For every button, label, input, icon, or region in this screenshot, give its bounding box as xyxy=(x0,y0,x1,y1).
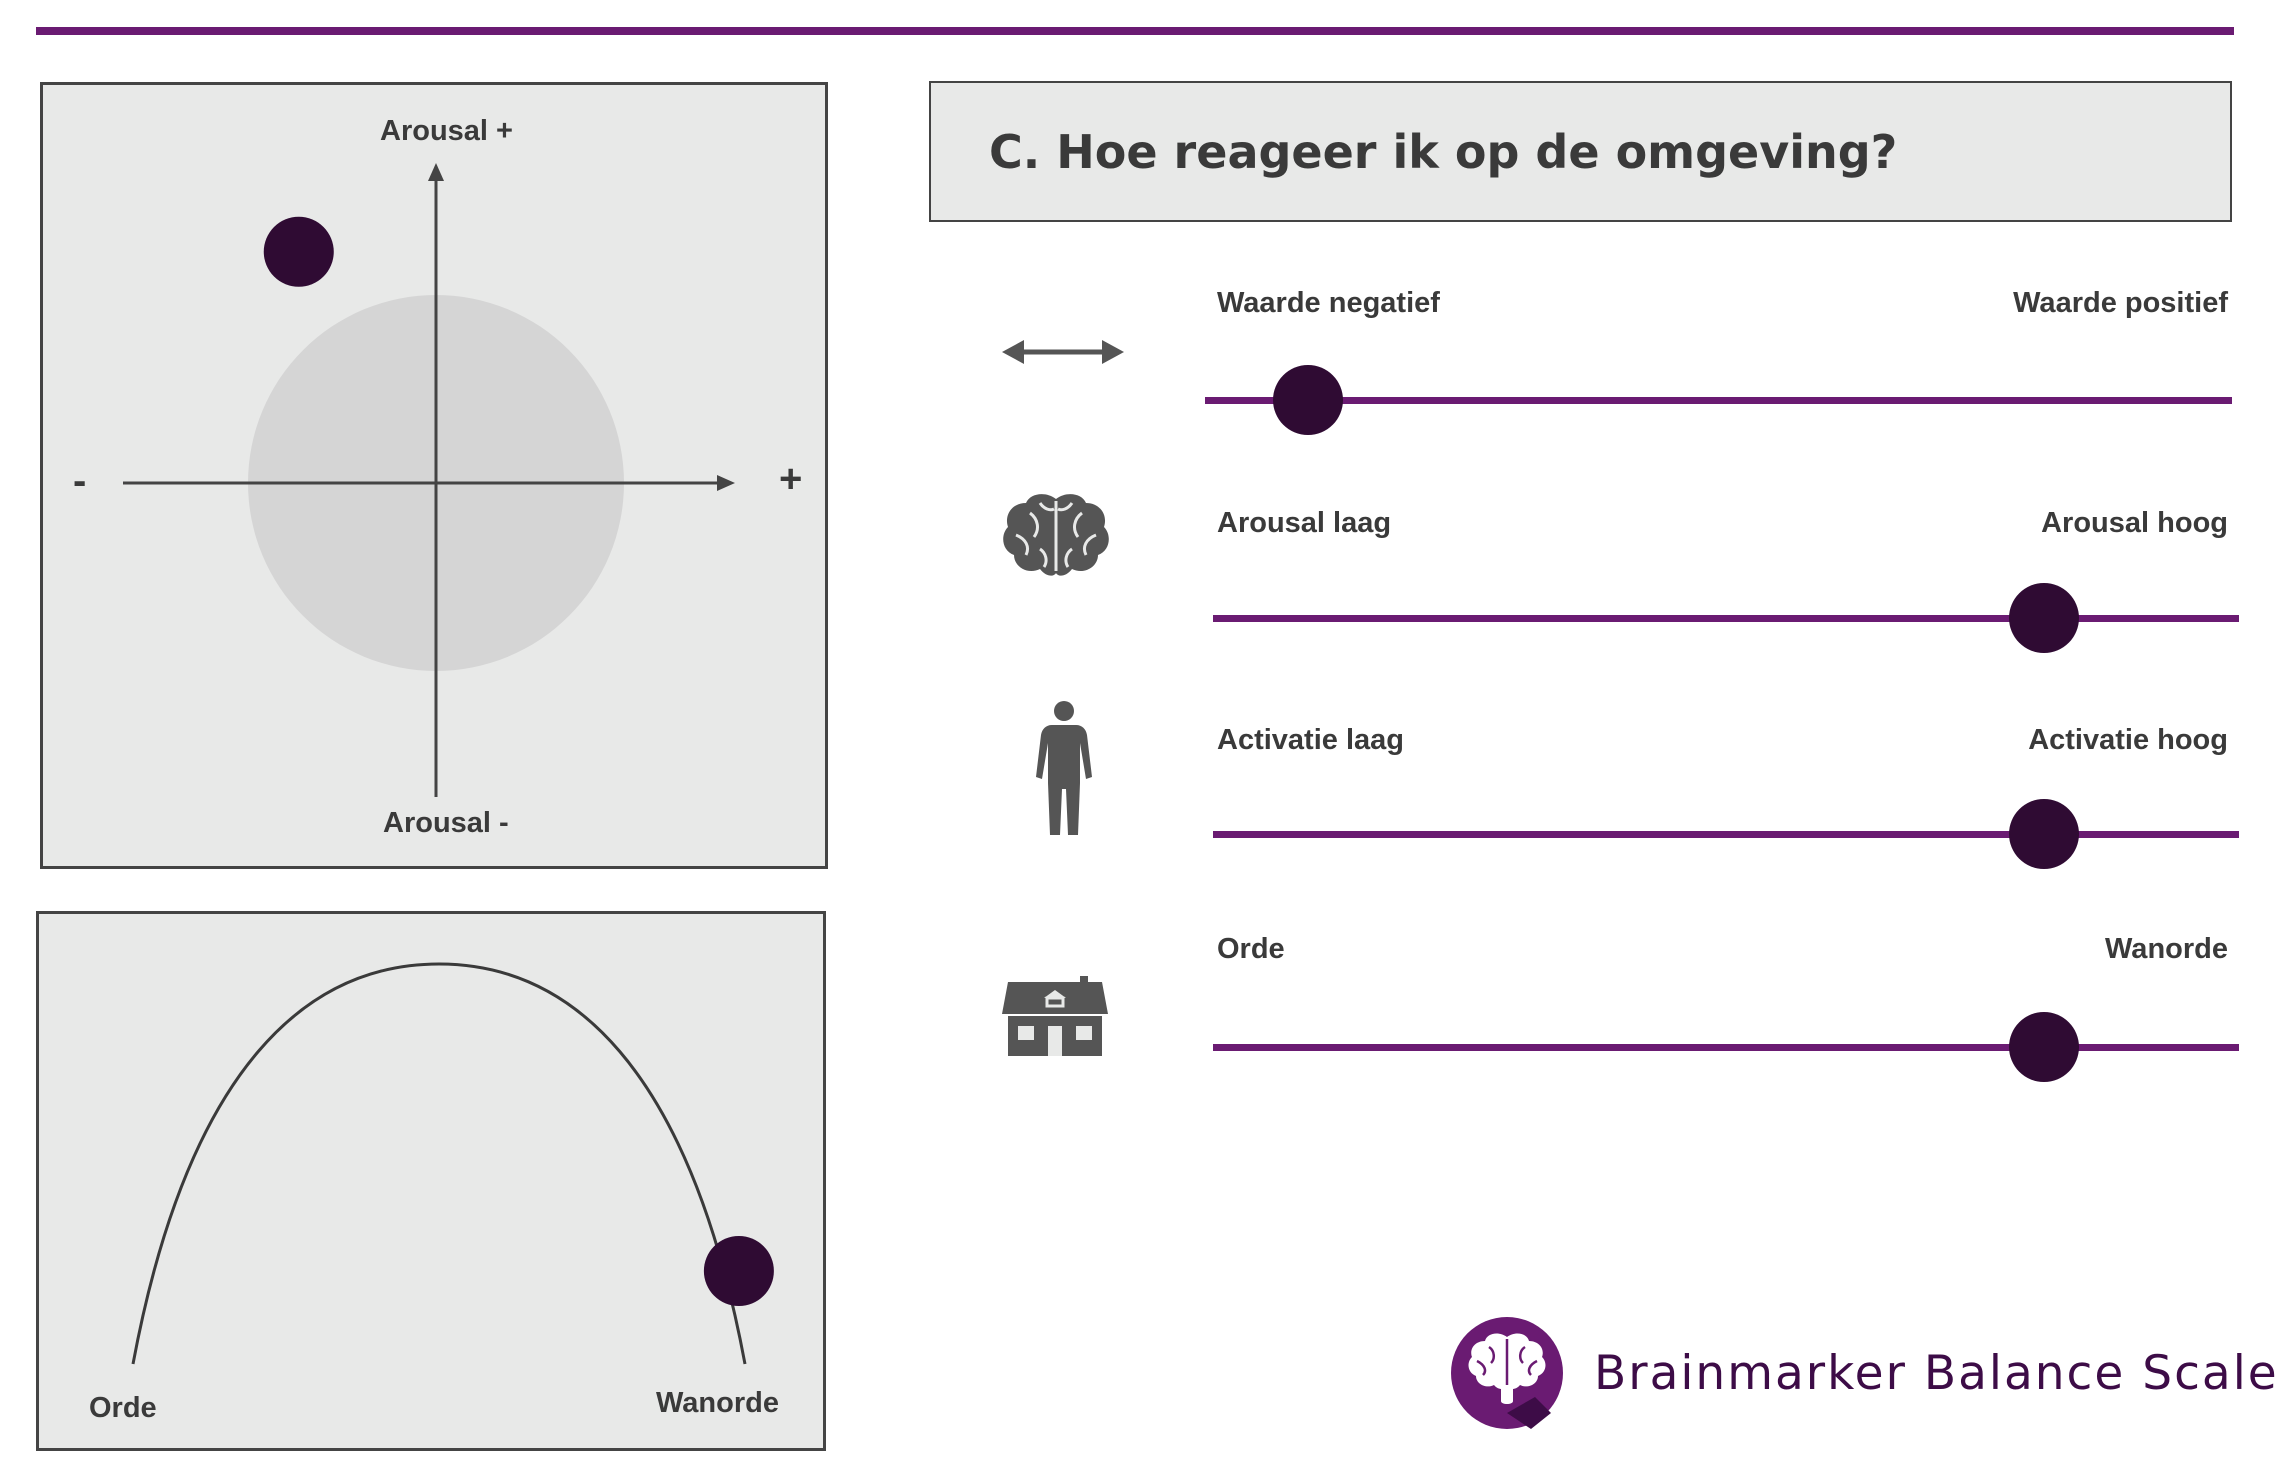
arousal-plus-label: Arousal + xyxy=(380,115,513,147)
slider-knob[interactable] xyxy=(1272,365,1343,435)
valence-plus-sign: + xyxy=(779,457,803,501)
curve-graphic xyxy=(131,962,774,1365)
scale-right-label: Waarde positief xyxy=(2013,287,2228,319)
curve-marker[interactable] xyxy=(703,1236,774,1306)
arousal-minus-label: Arousal - xyxy=(383,807,509,839)
arousal-quadrant-panel: Arousal + Arousal - - + xyxy=(40,82,828,869)
scale-left-label: Activatie laag xyxy=(1217,724,1404,756)
scale-right-label: Activatie hoog xyxy=(2028,724,2228,756)
slider-knob[interactable] xyxy=(2009,799,2080,869)
house-icon xyxy=(1002,976,1108,1056)
slider-track[interactable] xyxy=(1213,799,2239,869)
brain-head-logo-icon xyxy=(1451,1317,1563,1429)
scale-left-label: Arousal laag xyxy=(1217,507,1392,539)
slider-track[interactable] xyxy=(1205,365,2232,435)
slider-track[interactable] xyxy=(1213,1012,2239,1082)
human-figure-icon xyxy=(1036,701,1092,835)
slider-knob[interactable] xyxy=(2009,583,2080,653)
quadrant-marker[interactable] xyxy=(263,216,334,287)
slider-knob[interactable] xyxy=(2009,1012,2080,1082)
section-title-box: C. Hoe reageer ik op de omgeving? xyxy=(929,81,2232,222)
scale-left-label: Waarde negatief xyxy=(1217,287,1440,319)
brand-name: Brainmarker Balance Scale xyxy=(1594,1346,2278,1401)
horizontal-axis-arrow-icon xyxy=(717,475,735,491)
top-rule xyxy=(36,27,2234,35)
inverted-u-curve xyxy=(131,962,747,1365)
slider-track[interactable] xyxy=(1213,583,2239,653)
brain-icon xyxy=(1003,494,1109,576)
scale-right-label: Wanorde xyxy=(2105,933,2228,965)
scale-right-label: Arousal hoog xyxy=(2041,507,2228,539)
scale-left-label: Orde xyxy=(1217,933,1285,965)
page-title: C. Hoe reageer ik op de omgeving? xyxy=(989,125,1898,179)
quadrant-graphic xyxy=(123,163,735,797)
curve-right-label: Wanorde xyxy=(656,1387,779,1419)
vertical-axis-arrow-icon xyxy=(428,163,444,181)
order-curve-panel: Orde Wanorde xyxy=(36,911,826,1451)
double-arrow-icon xyxy=(1002,340,1124,364)
valence-minus-sign: - xyxy=(73,459,87,503)
curve-left-label: Orde xyxy=(89,1392,157,1424)
